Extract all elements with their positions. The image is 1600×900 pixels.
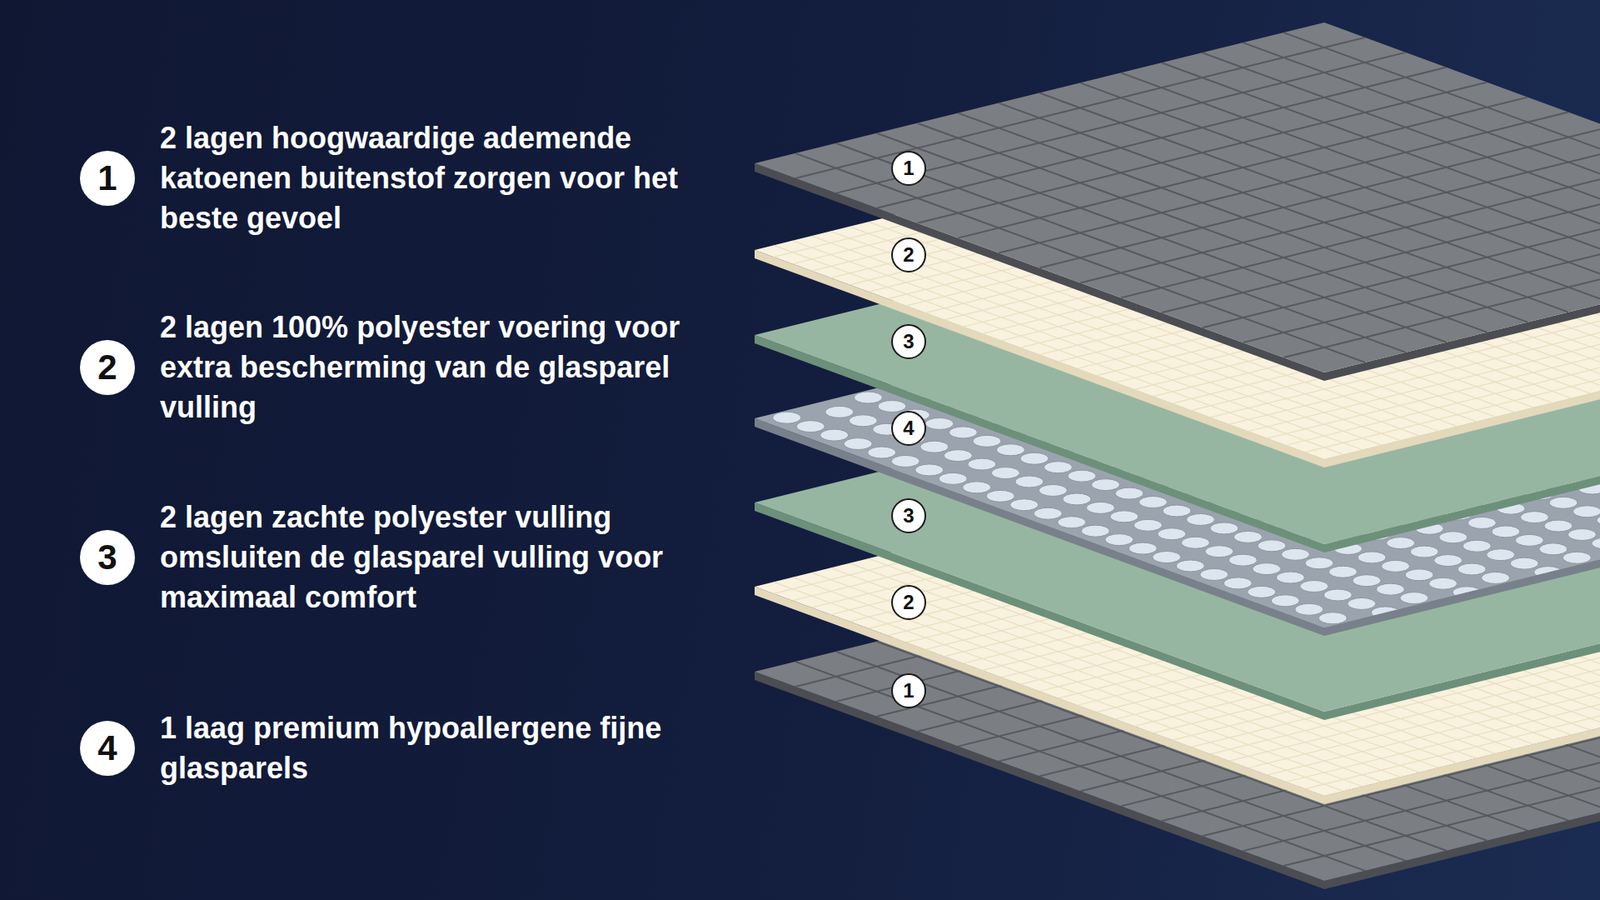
number-circle: 1 (79, 150, 135, 206)
callout-number: 4 (891, 410, 927, 446)
list-item: 2 2 lagen 100% polyester voering voor ext… (79, 307, 743, 428)
item-description: 2 lagen 100% polyester voering voor extr… (159, 307, 743, 428)
callout-number: 3 (891, 498, 927, 534)
number-circle: 4 (79, 720, 135, 776)
list-item: 1 2 lagen hoogwaardige ademende katoenen … (79, 118, 743, 239)
layer-grey (754, 22, 1600, 381)
item-description: 2 lagen zachte polyester vulling omsluit… (159, 497, 743, 618)
callout-number: 3 (891, 323, 927, 359)
callout-number: 1 (891, 150, 927, 186)
callout-number: 2 (891, 237, 927, 273)
list-item: 4 1 laag premium hypoallergene fijne glas… (79, 707, 743, 788)
number-circle: 2 (79, 339, 135, 395)
item-description: 1 laag premium hypoallergene fijne glasp… (159, 707, 743, 788)
callout-number: 2 (891, 584, 927, 620)
number-circle: 3 (79, 529, 135, 585)
item-description: 2 lagen hoogwaardige ademende katoenen b… (159, 118, 743, 239)
layer-face (754, 22, 1600, 373)
list-item: 3 2 lagen zachte polyester vulling omslui… (79, 497, 743, 618)
callout-number: 1 (891, 672, 927, 708)
